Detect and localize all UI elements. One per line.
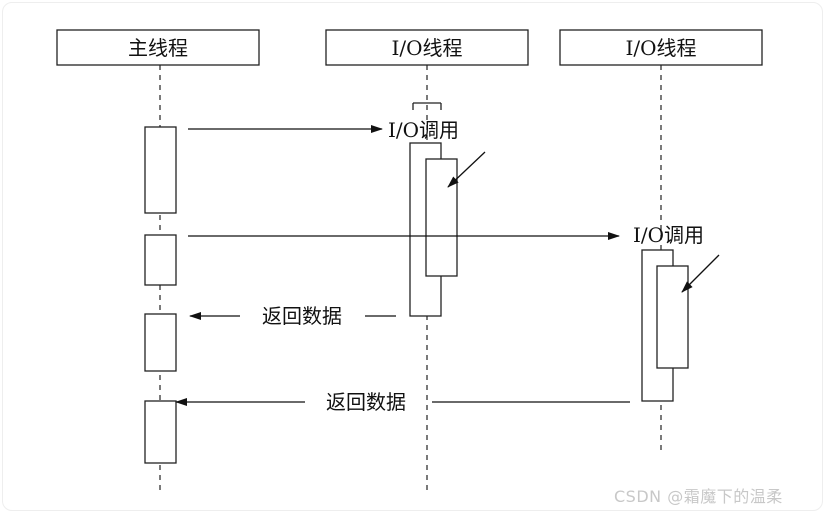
watermark-text: CSDN @霜魔下的温柔 [614, 487, 783, 506]
lane-label-io-1: I/O线程 [391, 36, 462, 60]
lane-header-io-2: I/O线程 [559, 29, 763, 66]
main-activation-4 [144, 400, 177, 464]
io-2-callback-arrow [681, 254, 720, 293]
return-label-2: 返回数据 [326, 390, 406, 414]
lane-label-main: 主线程 [128, 36, 188, 60]
main-activation-3 [144, 313, 177, 372]
io-1-start-marker [412, 102, 442, 110]
io-1-callback-arrow [447, 151, 486, 188]
main-activation-1 [144, 126, 177, 214]
call-label-2: I/O调用 [633, 223, 704, 247]
main-activation-2 [144, 234, 177, 286]
return-label-1: 返回数据 [262, 304, 342, 328]
lane-header-main: 主线程 [56, 29, 260, 66]
lane-header-io-1: I/O线程 [325, 29, 529, 66]
call-label-1: I/O调用 [388, 118, 459, 142]
io-2-activation-inner [656, 265, 689, 369]
io-1-activation-inner [425, 158, 458, 277]
lane-label-io-2: I/O线程 [625, 36, 696, 60]
